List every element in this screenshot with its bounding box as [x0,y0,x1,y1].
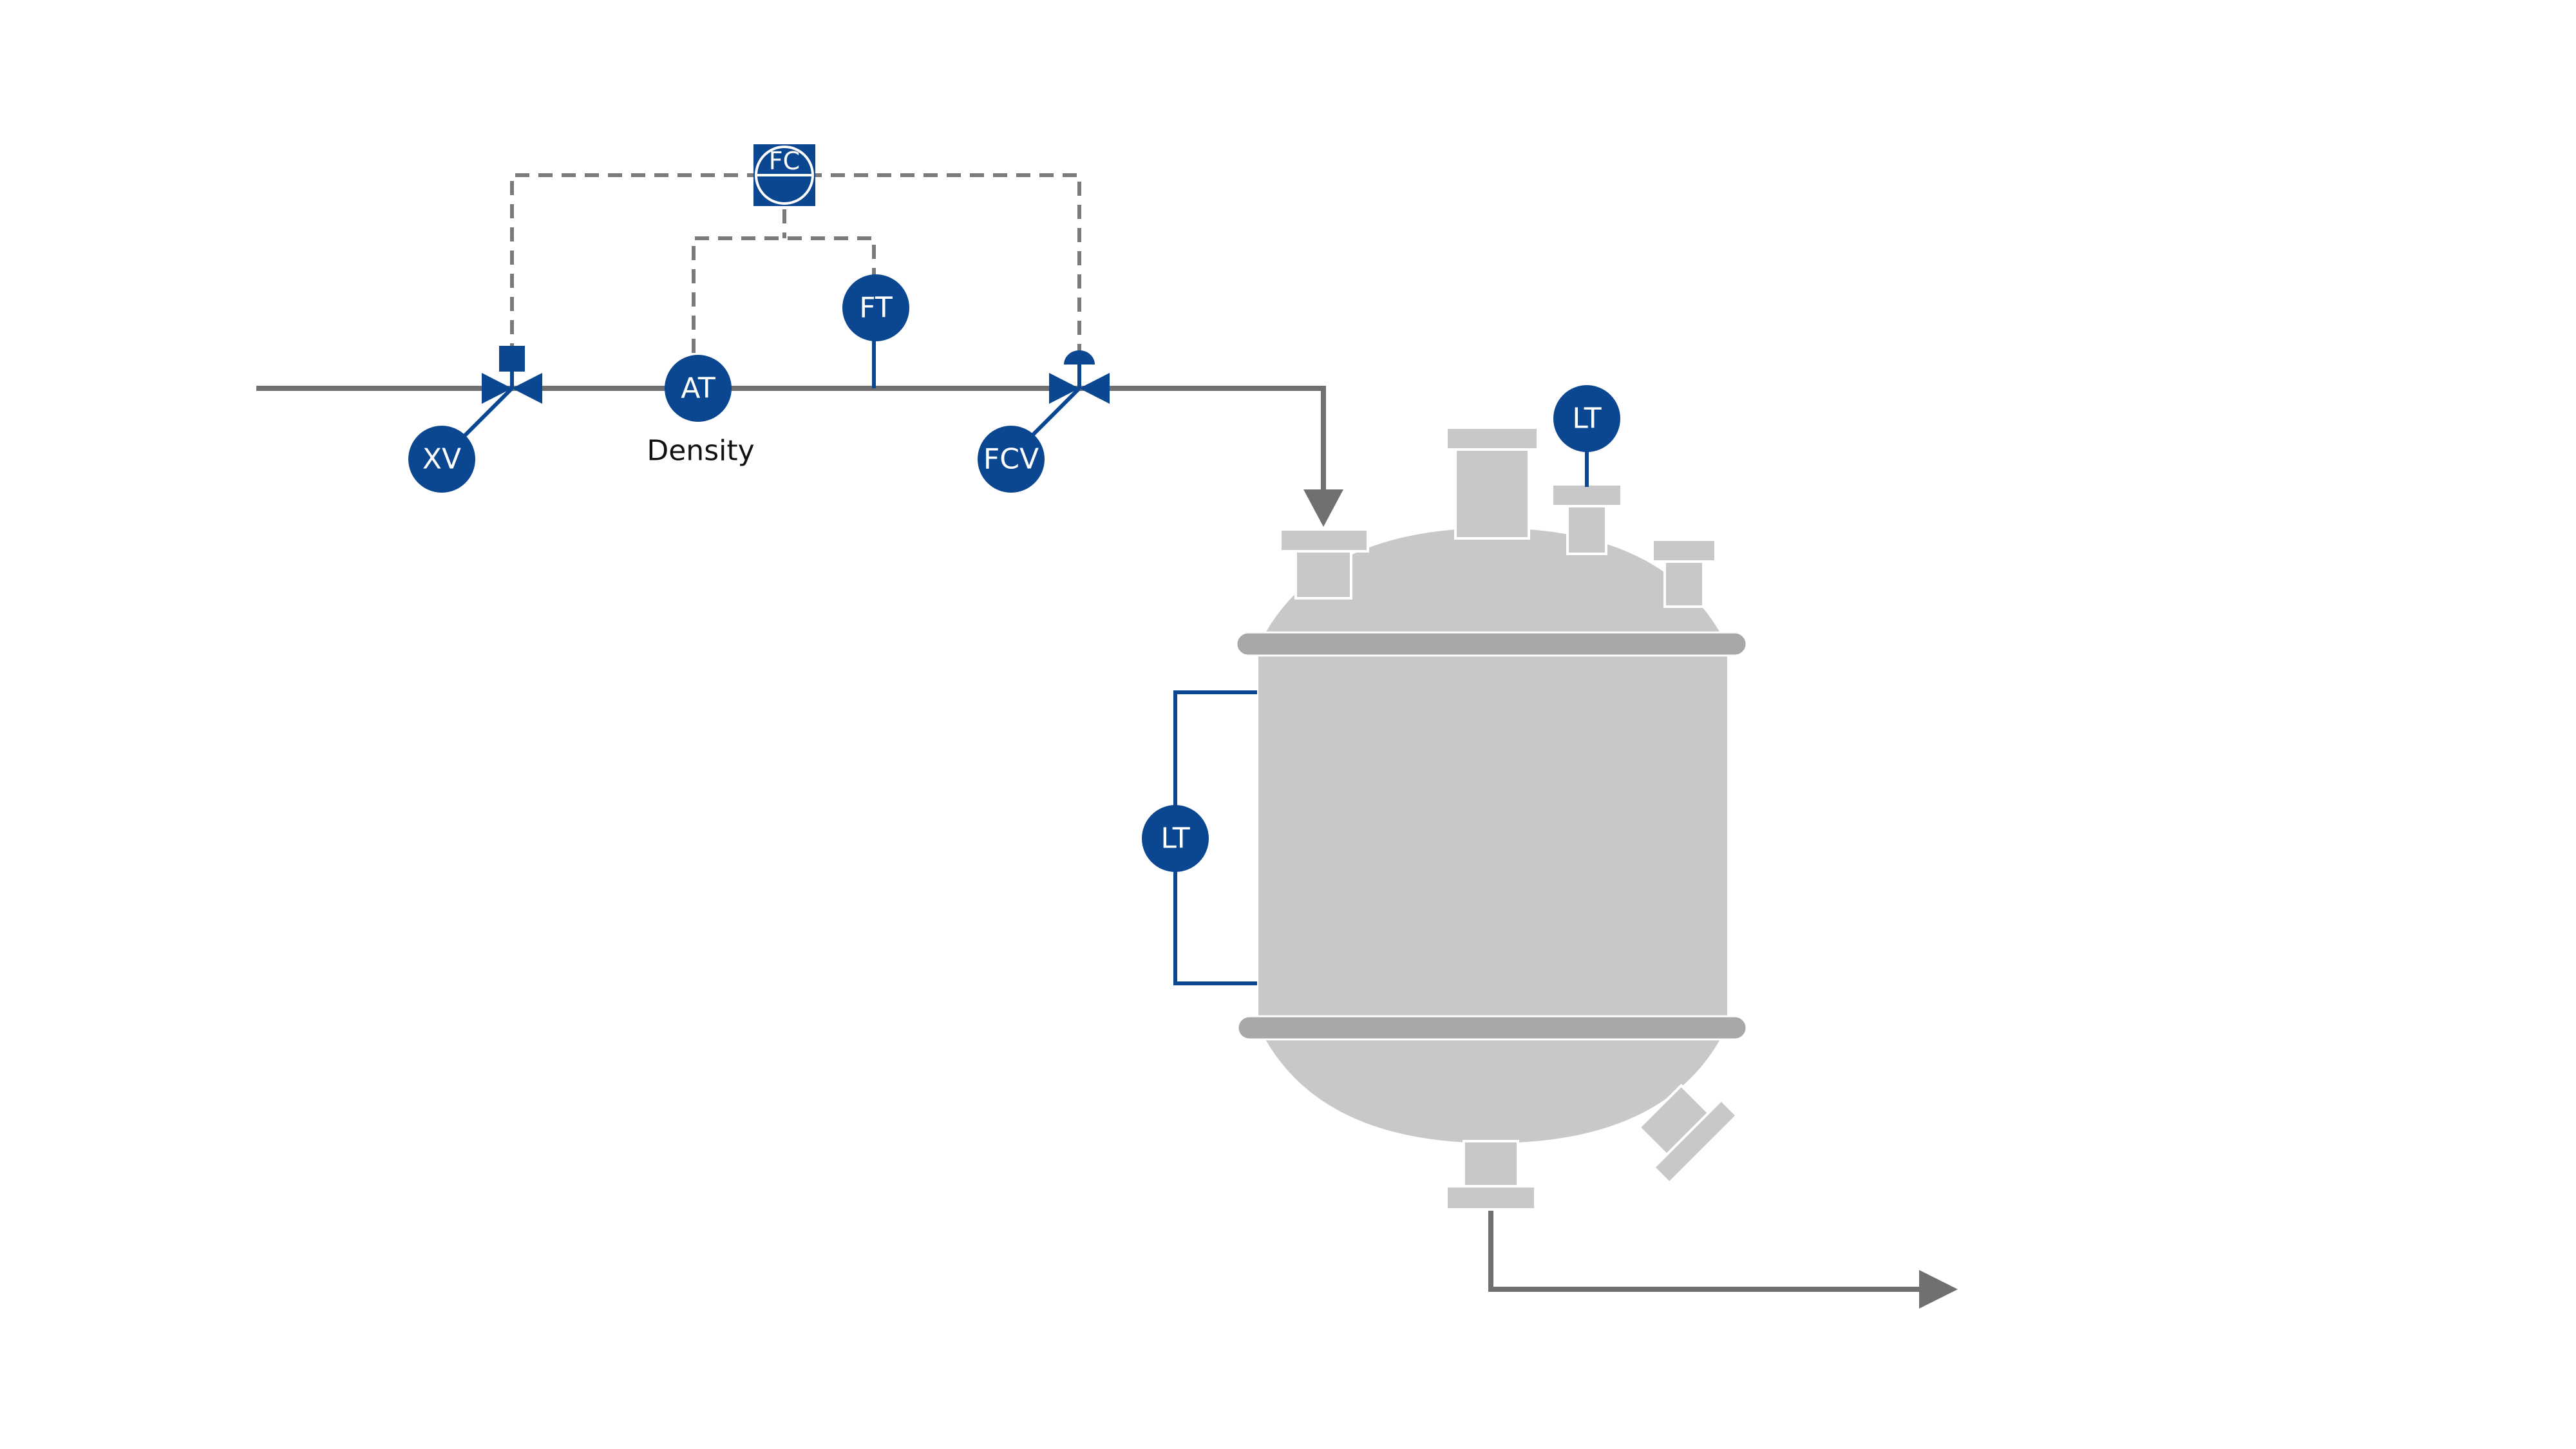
instrument-xv[interactable]: XV [408,426,475,493]
fc-to-fcv-signal-line [784,173,1081,355]
instrument-xv-label: XV [422,443,461,476]
inlet-nozzle [1279,528,1369,600]
angled-drain-nozzle [1637,1083,1739,1185]
instrument-lt-top[interactable]: LT [1553,385,1620,452]
instrument-at[interactable]: AT [665,355,732,422]
instrument-fcv[interactable]: FCV [978,426,1045,493]
vessel-bottom-head [1262,1034,1723,1143]
instrument-lt-side-label: LT [1160,822,1189,855]
vessel-body [1256,652,1730,1019]
vessel-top-flange [1235,631,1748,657]
fc-to-xv-signal-line [510,173,784,348]
outlet-arrow-right [1919,1270,1958,1309]
vessel [1235,426,1748,1211]
manway-nozzle [1445,426,1539,540]
instrument-at-label: AT [681,372,715,405]
vent-nozzle [1651,538,1717,608]
instrument-fcv-label: FCV [983,443,1039,476]
fcv-diaphragm-actuator-icon [1064,350,1095,365]
vessel-bottom-flange [1236,1015,1748,1041]
signal-lines [510,173,1081,355]
instrument-ft[interactable]: FT [842,274,909,341]
xv-solenoid-actuator-icon [499,346,525,372]
vessel-top-head [1261,528,1725,641]
instrument-lt-side[interactable]: LT [1142,805,1209,872]
outlet-nozzle [1445,1140,1537,1211]
instrument-ft-label: FT [859,292,893,325]
outlet-pipe [1488,1211,1922,1292]
xv-leader-line [462,386,514,439]
fcv-leader-line [1029,386,1081,439]
instrument-fc[interactable]: FC [753,144,815,206]
instrument-fc-label: FC [769,147,800,175]
at-to-ft-signal-line [692,236,876,353]
feed-pipe [256,386,1326,491]
instrument-lt-top-label: LT [1572,402,1601,435]
fcv-valve[interactable] [1029,350,1110,439]
feed-arrow-down [1303,489,1343,527]
xv-valve[interactable] [462,346,542,439]
density-label: Density [647,435,754,468]
